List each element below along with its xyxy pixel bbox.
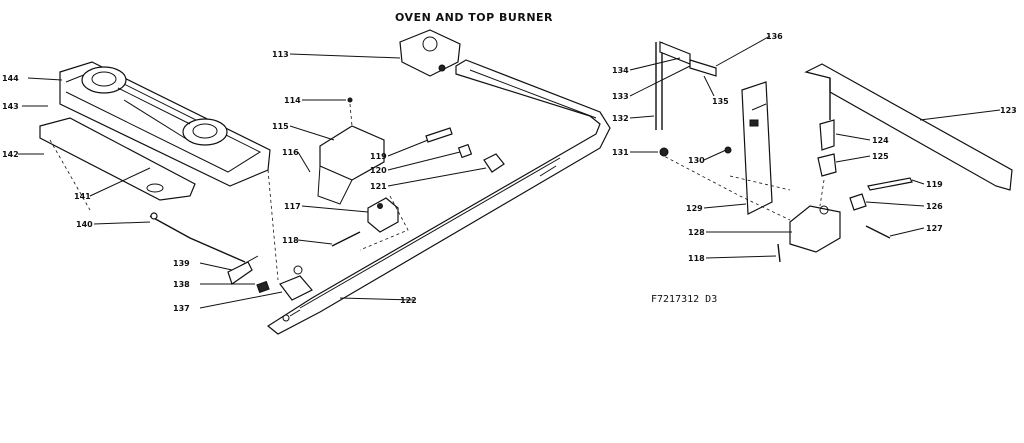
callout-119b: 119 [926, 180, 943, 189]
callout-123: 123 [1000, 106, 1017, 115]
callout-134: 134 [612, 66, 629, 75]
callout-121: 121 [370, 182, 387, 191]
callout-141: 141 [74, 192, 91, 201]
callout-139: 139 [173, 259, 190, 268]
callout-140: 140 [76, 220, 93, 229]
callout-118a: 118 [282, 236, 299, 245]
callout-125: 125 [872, 152, 889, 161]
callout-130: 130 [688, 156, 705, 165]
callout-137: 137 [173, 304, 190, 313]
callout-117: 117 [284, 202, 301, 211]
callout-142: 142 [2, 150, 19, 159]
callouts: 144 143 142 141 140 139 138 137 113 114 … [2, 32, 1017, 313]
callout-114: 114 [284, 96, 301, 105]
callout-127: 127 [926, 224, 943, 233]
callout-116: 116 [282, 148, 299, 157]
callout-126: 126 [926, 202, 943, 211]
callout-120: 120 [370, 166, 387, 175]
callout-133: 133 [612, 92, 629, 101]
callout-132: 132 [612, 114, 629, 123]
top-burner-assembly [39, 61, 313, 301]
callout-144: 144 [2, 74, 19, 83]
callout-118c: 118 [688, 254, 705, 263]
callout-122: 122 [400, 296, 417, 305]
callout-138: 138 [173, 280, 190, 289]
diagram-title: OVEN AND TOP BURNER [395, 11, 553, 24]
callout-135: 135 [712, 97, 729, 106]
callout-131: 131 [612, 148, 629, 157]
callout-113: 113 [272, 50, 289, 59]
callout-143: 143 [2, 102, 19, 111]
oven-control-assembly [655, 41, 1013, 263]
callout-leaders [18, 35, 1001, 309]
callout-129: 129 [686, 204, 703, 213]
callout-136: 136 [766, 32, 783, 41]
callout-115: 115 [272, 122, 289, 131]
diagram-code: F7217312 D3 [651, 294, 717, 305]
callout-124: 124 [872, 136, 889, 145]
oven-burner-assembly [266, 29, 611, 335]
callout-128: 128 [688, 228, 705, 237]
callout-118b: 119 [370, 152, 387, 161]
